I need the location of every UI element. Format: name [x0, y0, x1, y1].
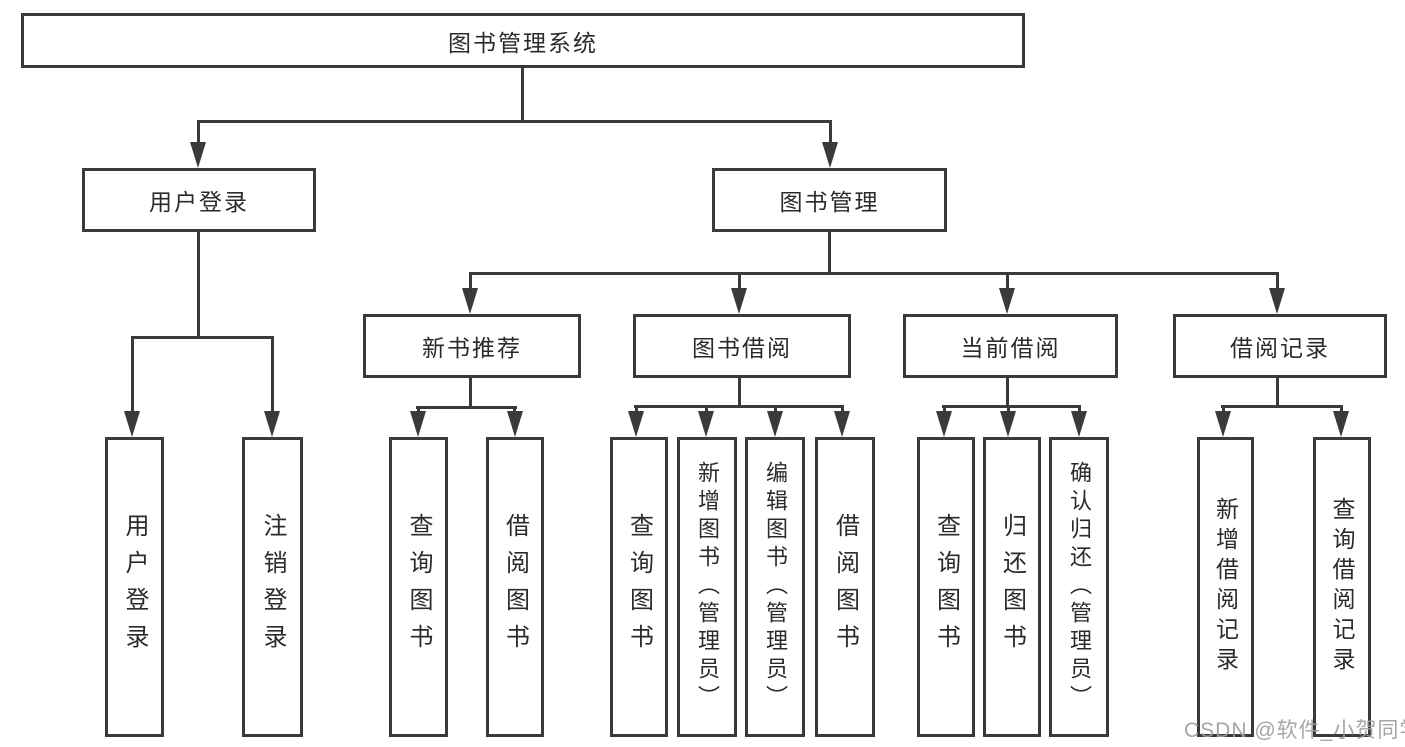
node-add-book-admin: 新增图书（管理员）	[677, 437, 737, 737]
node-label: 确认归还（管理员）	[1067, 461, 1092, 713]
node-confirm-return-admin: 确认归还（管理员）	[1049, 437, 1109, 737]
connector-line	[1340, 405, 1343, 415]
arrowhead-down-icon	[1000, 411, 1016, 437]
node-add-borrow-record: 新增借阅记录	[1197, 437, 1254, 737]
arrowhead-down-icon	[731, 288, 747, 314]
node-label: 用户登录	[149, 189, 249, 215]
node-user-login-leaf: 用户登录	[105, 437, 164, 737]
node-book-management: 图书管理	[712, 168, 947, 232]
connector-line	[635, 405, 638, 415]
arrowhead-down-icon	[1269, 288, 1285, 314]
connector-line	[1276, 272, 1279, 292]
arrowhead-down-icon	[834, 411, 850, 437]
connector-line	[738, 272, 741, 292]
node-label: 借阅图书	[831, 513, 859, 661]
arrowhead-down-icon	[507, 411, 523, 437]
node-label: 图书借阅	[692, 335, 792, 361]
node-query-books-current: 查询图书	[917, 437, 975, 737]
connector-line	[197, 120, 200, 146]
node-label: 用户登录	[121, 513, 148, 661]
node-library-management-system: 图书管理系统	[21, 13, 1025, 68]
csdn-watermark: CSDN @软件_小贺同学	[1184, 719, 1405, 742]
connector-line	[1221, 405, 1343, 408]
connector-line	[271, 336, 274, 416]
connector-line	[197, 120, 832, 123]
node-current-borrowing: 当前借阅	[903, 314, 1118, 378]
node-borrowing-records: 借阅记录	[1173, 314, 1387, 378]
node-borrow-books-recommend: 借阅图书	[486, 437, 544, 737]
node-query-books-recommend: 查询图书	[389, 437, 448, 737]
connector-line	[828, 232, 831, 274]
node-book-borrowing: 图书借阅	[633, 314, 851, 378]
connector-line	[829, 120, 832, 146]
node-edit-book-admin: 编辑图书（管理员）	[745, 437, 805, 737]
node-label: 编辑图书（管理员）	[763, 461, 788, 713]
node-query-borrow-record: 查询借阅记录	[1313, 437, 1371, 737]
node-label: 查询图书	[405, 513, 432, 661]
connector-line	[1007, 405, 1010, 415]
node-label: 新增图书（管理员）	[695, 461, 720, 713]
arrowhead-down-icon	[190, 142, 206, 168]
connector-line	[469, 272, 1278, 275]
connector-line	[521, 68, 524, 121]
node-label: 借阅图书	[501, 513, 529, 661]
node-label: 归还图书	[998, 513, 1026, 661]
node-borrow-books-leaf: 借阅图书	[815, 437, 875, 737]
node-label: 图书管理	[779, 189, 880, 215]
connector-line	[416, 406, 517, 409]
connector-line	[469, 272, 472, 292]
node-label: 图书管理系统	[448, 29, 598, 56]
connector-line	[131, 336, 134, 416]
arrowhead-down-icon	[698, 411, 714, 437]
connector-line	[942, 405, 1080, 408]
connector-line	[1276, 378, 1279, 408]
node-label: 借阅记录	[1230, 335, 1330, 361]
connector-line	[774, 405, 777, 415]
node-label: 新增借阅记录	[1212, 497, 1239, 677]
node-query-books-borrow: 查询图书	[610, 437, 668, 737]
arrowhead-down-icon	[462, 288, 478, 314]
node-logout: 注销登录	[242, 437, 303, 737]
node-new-book-recommend: 新书推荐	[363, 314, 581, 378]
node-label: 查询借阅记录	[1329, 497, 1355, 677]
arrowhead-down-icon	[628, 411, 644, 437]
node-return-books: 归还图书	[983, 437, 1041, 737]
node-label: 查询图书	[932, 513, 960, 661]
connector-line	[1006, 378, 1009, 408]
connector-line	[634, 405, 844, 408]
node-label: 注销登录	[259, 513, 286, 661]
arrowhead-down-icon	[1215, 411, 1231, 437]
arrowhead-down-icon	[1333, 411, 1349, 437]
arrowhead-down-icon	[410, 411, 426, 437]
node-user-login: 用户登录	[82, 168, 316, 232]
arrowhead-down-icon	[999, 288, 1015, 314]
connector-line	[738, 378, 741, 408]
connector-line	[1078, 405, 1081, 415]
connector-line	[841, 405, 844, 415]
connector-line	[131, 336, 274, 339]
arrowhead-down-icon	[1071, 411, 1087, 437]
arrowhead-down-icon	[264, 411, 280, 437]
arrowhead-down-icon	[767, 411, 783, 437]
node-label: 当前借阅	[960, 335, 1061, 361]
connector-line	[1222, 405, 1225, 415]
arrowhead-down-icon	[124, 411, 140, 437]
connector-line	[943, 405, 946, 415]
node-label: 查询图书	[625, 513, 653, 661]
connector-line	[197, 231, 200, 338]
arrowhead-down-icon	[936, 411, 952, 437]
connector-line	[1006, 272, 1009, 292]
arrowhead-down-icon	[822, 142, 838, 168]
connector-line	[705, 405, 708, 415]
node-label: 新书推荐	[422, 335, 522, 361]
connector-line	[469, 378, 472, 409]
